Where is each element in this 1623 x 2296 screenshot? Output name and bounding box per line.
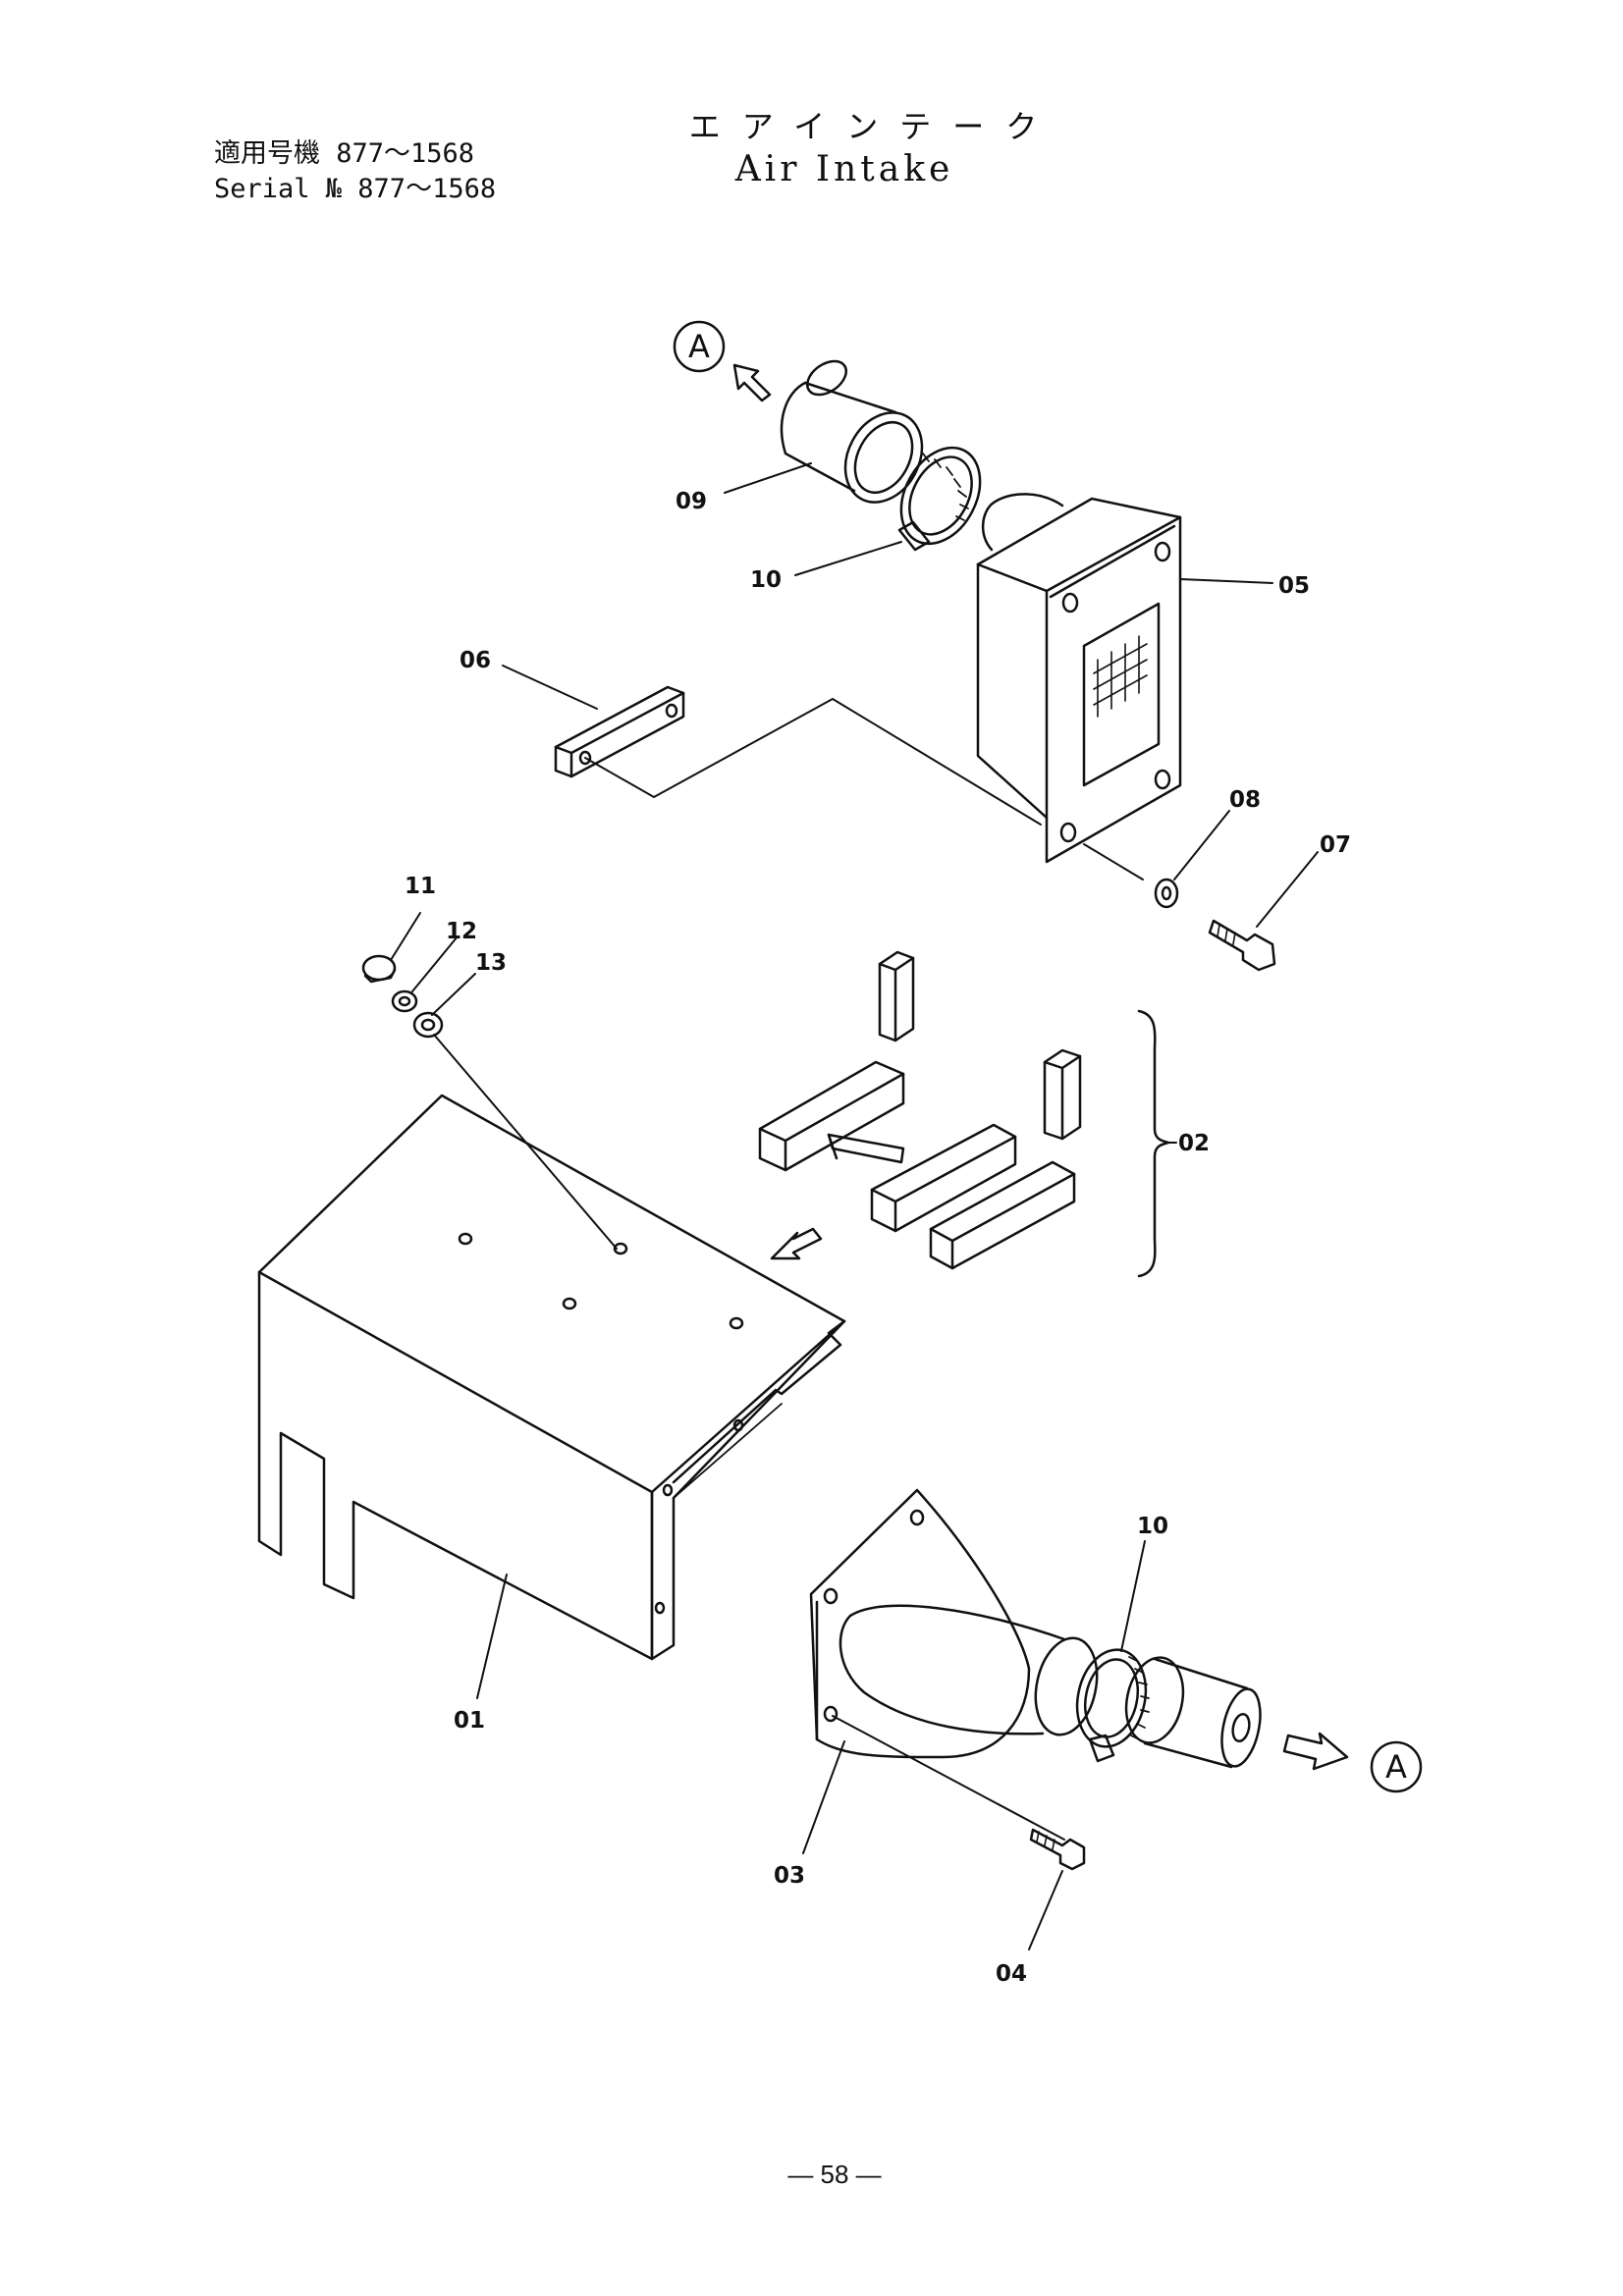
part-10-hose-clamp-top [897, 446, 982, 552]
part-01-cover [257, 1094, 846, 1661]
label-08: 08 [1229, 787, 1261, 813]
label-05: 05 [1278, 573, 1310, 599]
page-title: Air Intake [734, 149, 954, 189]
page-number: — 58 — [787, 2160, 882, 2189]
label-10-bottom: 10 [1137, 1514, 1168, 1539]
callout-a-top: A [673, 320, 726, 373]
label-02: 02 [1178, 1131, 1210, 1156]
callout-a-bottom-letter: A [1385, 1748, 1407, 1786]
part-08-washer [1154, 878, 1179, 909]
hose-bottom [1124, 1656, 1262, 1769]
label-09: 09 [676, 489, 707, 514]
callout-a-bottom: A [1370, 1740, 1423, 1793]
label-01: 01 [454, 1708, 485, 1734]
arrow-to-a-top-icon [732, 363, 772, 402]
part-12-spring-washer [391, 989, 418, 1013]
part-09-hose [780, 359, 924, 504]
callout-a-top-letter: A [688, 328, 710, 365]
label-10-top: 10 [750, 567, 782, 593]
part-13-flat-washer [412, 1011, 444, 1039]
part-10-hose-clamp-bottom [1075, 1648, 1150, 1763]
label-06: 06 [460, 648, 491, 673]
part-11-knob [361, 954, 397, 984]
part-number-labels: 09 10 05 06 08 07 11 12 13 02 01 10 03 0… [405, 489, 1351, 1987]
serial-range-en: Serial № 877〜1568 [214, 174, 497, 204]
arrow-to-a-bottom-icon [1282, 1732, 1349, 1771]
part-02-foam-blocks [758, 950, 1170, 1278]
part-07-bolt [1208, 919, 1276, 972]
part-06-bracket [554, 685, 685, 778]
install-arrow-icon [770, 1227, 823, 1260]
part-04-screw [1029, 1828, 1086, 1871]
label-04: 04 [996, 1961, 1027, 1987]
part-03-elbow-duct [809, 1488, 1099, 1841]
part-05-intake-box [976, 493, 1182, 864]
serial-range-jp: 適用号機 877〜1568 [214, 138, 475, 169]
label-11: 11 [405, 874, 436, 899]
leader-lines [390, 462, 1319, 1950]
label-07: 07 [1320, 832, 1351, 858]
page-title-jp: エアインテーク [688, 108, 1059, 145]
label-13: 13 [475, 950, 507, 976]
label-03: 03 [774, 1863, 805, 1889]
label-12: 12 [446, 919, 477, 944]
